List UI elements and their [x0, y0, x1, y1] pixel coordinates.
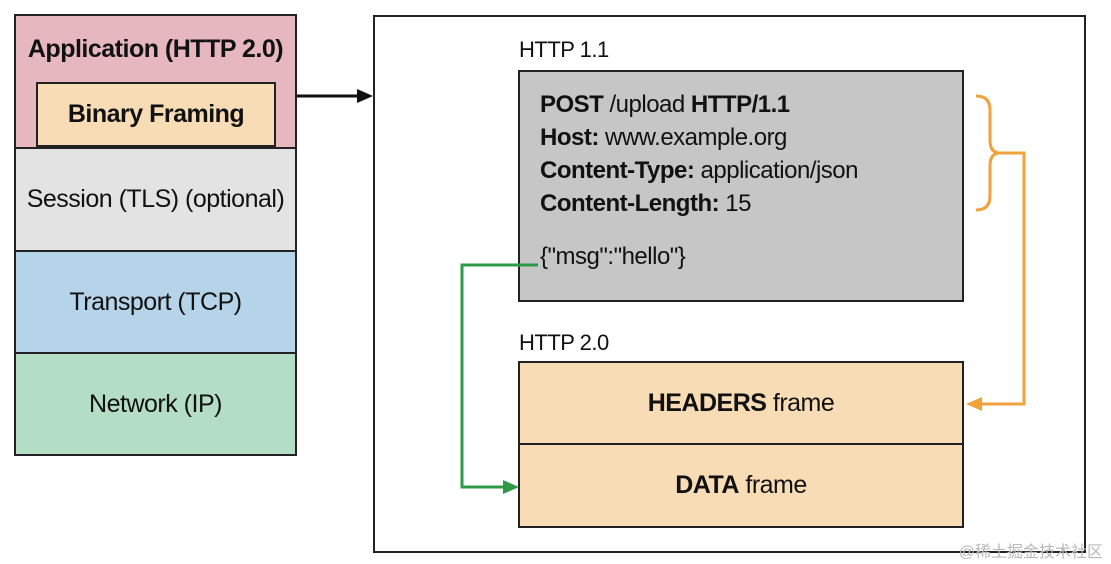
- header-line: Content-Length: 15: [540, 187, 962, 220]
- header-name: Host:: [540, 124, 599, 151]
- data-frame-type: DATA: [675, 471, 739, 499]
- request-version: HTTP/1.1: [690, 91, 790, 118]
- http11-request-box: POST /upload HTTP/1.1 Host: www.example.…: [518, 70, 964, 302]
- http11-label: HTTP 1.1: [519, 37, 609, 62]
- body-to-data-frame-arrow: [460, 263, 538, 494]
- watermark: @稀土掘金技术社区: [958, 544, 1103, 561]
- request-path: /upload: [603, 91, 691, 118]
- headers-brace: [975, 94, 1001, 212]
- header-name: Content-Type:: [540, 157, 695, 184]
- headers-frame-suffix: frame: [766, 388, 835, 417]
- header-value: application/json: [694, 157, 859, 184]
- request-line: POST /upload HTTP/1.1: [540, 88, 962, 121]
- http2-label: HTTP 2.0: [519, 330, 609, 355]
- stack-to-panel-arrow: [297, 89, 373, 103]
- transport-layer: Transport (TCP): [14, 252, 297, 354]
- binary-framing-layer: Binary Framing: [36, 82, 276, 147]
- application-layer-label: Application (HTTP 2.0): [27, 34, 284, 63]
- data-frame-suffix: frame: [738, 471, 807, 499]
- headers-frame: HEADERS frame: [518, 361, 964, 445]
- network-layer: Network (IP): [14, 354, 297, 456]
- data-frame: DATA frame: [518, 443, 964, 528]
- header-name: Content-Length:: [540, 190, 720, 217]
- request-body: {"msg":"hello"}: [540, 243, 686, 270]
- header-line: Host: www.example.org: [540, 121, 962, 154]
- header-value: 15: [719, 190, 751, 217]
- session-layer: Session (TLS) (optional): [14, 149, 297, 252]
- detail-panel: [373, 15, 1086, 553]
- header-value: www.example.org: [598, 124, 787, 151]
- header-line: Content-Type: application/json: [540, 154, 962, 187]
- headers-to-frame-arrow: [966, 151, 1026, 411]
- headers-frame-type: HEADERS: [647, 388, 767, 417]
- request-method: POST: [540, 91, 604, 118]
